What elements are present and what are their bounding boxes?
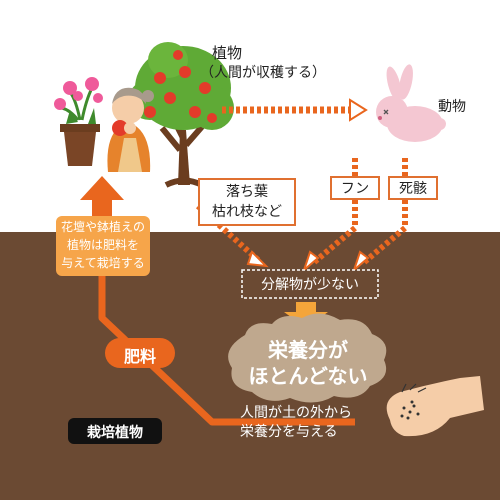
fertilizer-label: 肥料 bbox=[123, 347, 156, 366]
cultivated-label: 栽培植物 bbox=[87, 425, 143, 441]
plant-title: 植物 bbox=[212, 44, 243, 62]
fertilizer-path bbox=[98, 276, 355, 426]
nutrients-line-2: ほとんどない bbox=[248, 364, 368, 388]
plant-subtitle: （人間が収穫する） bbox=[200, 65, 326, 81]
flowerbed-line-3: 与えて栽培する bbox=[61, 256, 145, 270]
flowerbed-box bbox=[56, 216, 150, 276]
flowerbed-line-1: 花壇や鉢植えの bbox=[60, 220, 145, 234]
rabbit-icon bbox=[376, 64, 446, 142]
carcass-tag: 死骸 bbox=[388, 176, 438, 200]
hand-icon bbox=[386, 376, 484, 437]
nutrient-cloud bbox=[228, 313, 387, 403]
human-supply-line-2: 栄養分を与える bbox=[240, 424, 338, 440]
dung-tag: フン bbox=[330, 176, 380, 200]
tree-icon bbox=[128, 42, 234, 188]
animal-title: 動物 bbox=[438, 99, 466, 115]
nutrients-line-1: 栄養分が bbox=[268, 338, 348, 362]
arrow-to-nutrients bbox=[284, 302, 328, 328]
decomposed-label: 分解物が少ない bbox=[261, 277, 359, 293]
human-supply-line-1: 人間が土の外から bbox=[240, 405, 352, 421]
fertilizer-badge bbox=[105, 338, 175, 368]
flower-pot-icon bbox=[54, 77, 103, 166]
cultivated-badge bbox=[68, 418, 162, 444]
flowerbed-line-2: 植物は肥料を bbox=[66, 238, 139, 252]
fallen-leaves-line-1: 落ち葉 bbox=[226, 184, 268, 200]
decomposed-box bbox=[241, 269, 379, 299]
grandmother-icon bbox=[107, 87, 154, 172]
arrow-up-to-pot bbox=[80, 176, 124, 220]
fallen-leaves-tag: 落ち葉 枯れ枝など bbox=[198, 178, 296, 226]
fallen-leaves-line-2: 枯れ枝など bbox=[212, 204, 282, 220]
